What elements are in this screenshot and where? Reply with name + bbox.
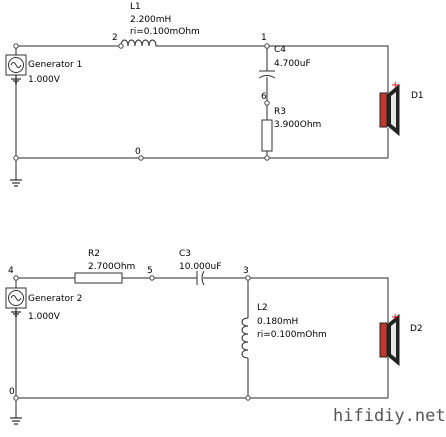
c1-node-gen-top[interactable] <box>13 43 19 49</box>
c2-node-3-label: 3 <box>243 266 249 276</box>
resistor-r3[interactable] <box>261 119 273 152</box>
ac-source-icon <box>10 295 22 301</box>
speaker-d1-polarity: + <box>391 80 399 91</box>
ac-source-icon <box>10 62 22 68</box>
c2-node-5-label: 5 <box>147 266 153 276</box>
inductor-l1[interactable] <box>120 39 160 47</box>
inductor-l2[interactable] <box>241 317 249 359</box>
c2-node-5[interactable] <box>149 275 155 281</box>
inductor-l2-ri: ri=0.100mOhm <box>257 330 327 340</box>
c2-node-bottom-shunt[interactable] <box>245 395 251 401</box>
c1-node-0-label: 0 <box>135 147 141 157</box>
inductor-l2-value: 0.180mH <box>257 317 298 327</box>
capacitor-c3[interactable] <box>196 270 205 286</box>
circuit-2-ground-icon <box>10 417 22 425</box>
resistor-r2-name: R2 <box>88 249 100 259</box>
speaker-d1-name: D1 <box>411 91 424 101</box>
capacitor-c4[interactable] <box>258 70 276 79</box>
c2-node-4-label: 4 <box>8 266 14 276</box>
resistor-r2-value: 2.700Ohm <box>88 262 135 272</box>
capacitor-c3-value: 10.000uF <box>179 262 221 272</box>
c2-node-3[interactable] <box>245 275 251 281</box>
c1-node-1[interactable] <box>264 43 270 49</box>
resistor-r2[interactable] <box>74 272 123 284</box>
circuit-2: Generator 2 1.000V R2 2.700Ohm C3 10.000… <box>5 249 423 425</box>
c1-node-2-label: 2 <box>112 33 118 43</box>
circuit-1: Generator 1 1.000V L1 2.200mH ri=0.100mO… <box>5 2 424 187</box>
resistor-r3-name: R3 <box>274 107 286 117</box>
c1-node-0[interactable] <box>138 155 144 161</box>
capacitor-c3-name: C3 <box>179 249 191 259</box>
generator-2-value: 1.000V <box>28 312 61 322</box>
generator-2[interactable] <box>5 287 27 309</box>
speaker-d2[interactable] <box>379 313 400 367</box>
c2-top-wire-c <box>203 277 389 323</box>
inductor-l1-ri: ri=0.100mOhm <box>130 27 200 37</box>
c2-node-0[interactable] <box>13 395 19 401</box>
c2-node-4[interactable] <box>13 275 19 281</box>
speaker-d2-polarity: + <box>391 312 399 323</box>
generator-1[interactable] <box>5 54 27 76</box>
inductor-l1-name: L1 <box>130 2 141 12</box>
generator-1-ground-icon <box>11 75 21 84</box>
generator-2-name: Generator 2 <box>28 294 82 304</box>
speaker-d2-name: D2 <box>410 324 423 334</box>
capacitor-c4-value: 4.700uF <box>274 59 311 69</box>
circuit-1-ground-icon <box>10 179 22 187</box>
c1-node-bottom-shunt[interactable] <box>264 155 270 161</box>
generator-1-value: 1.000V <box>28 75 61 85</box>
inductor-l2-name: L2 <box>257 303 268 313</box>
c1-node-6-label: 6 <box>261 92 267 102</box>
generator-2-ground-icon <box>11 308 21 317</box>
capacitor-c4-name: C4 <box>274 45 286 55</box>
generator-1-name: Generator 1 <box>28 60 82 70</box>
c1-node-1-label: 1 <box>261 33 267 43</box>
inductor-l1-value: 2.200mH <box>130 15 171 25</box>
c1-node-2[interactable] <box>118 43 124 49</box>
c1-node-gen-bottom[interactable] <box>13 155 19 161</box>
c1-node-6[interactable] <box>264 100 270 106</box>
speaker-d1[interactable] <box>379 83 400 137</box>
c2-node-0-label: 0 <box>9 387 15 397</box>
resistor-r3-value: 3.900Ohm <box>274 120 321 130</box>
watermark: hifidiy.net <box>333 406 446 426</box>
c1-top-wire-right <box>160 45 389 93</box>
